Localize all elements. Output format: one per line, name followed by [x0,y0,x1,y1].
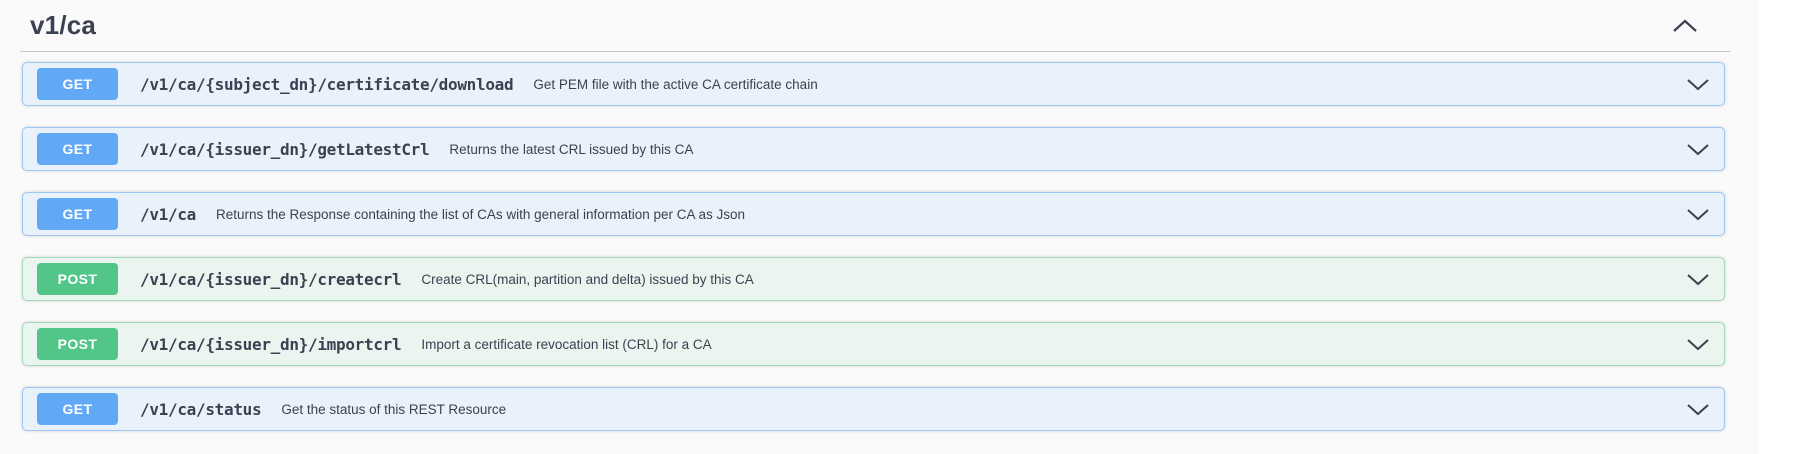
chevron-down-icon[interactable] [1682,204,1714,225]
chevron-down-icon[interactable] [1682,74,1714,95]
operation-row[interactable]: GET /v1/ca/{subject_dn}/certificate/down… [22,62,1725,106]
operation-path: /v1/ca/{issuer_dn}/createcrl [140,269,402,289]
section-header[interactable]: v1/ca [20,0,1730,52]
method-badge: GET [37,68,118,100]
method-badge: GET [37,198,118,230]
operations-list: GET /v1/ca/{subject_dn}/certificate/down… [20,52,1730,431]
operation-path: /v1/ca/{issuer_dn}/importcrl [140,334,402,354]
operation-path: /v1/ca/{subject_dn}/certificate/download [140,74,514,94]
method-badge: POST [37,328,118,360]
chevron-down-icon[interactable] [1682,334,1714,355]
chevron-down-icon[interactable] [1682,269,1714,290]
operation-description: Get the status of this REST Resource [281,401,507,417]
method-badge: POST [37,263,118,295]
operation-path: /v1/ca [140,204,196,224]
operation-row[interactable]: POST /v1/ca/{issuer_dn}/createcrl Create… [22,257,1725,301]
method-badge: GET [37,393,118,425]
operation-row[interactable]: POST /v1/ca/{issuer_dn}/importcrl Import… [22,322,1725,366]
operation-description: Returns the Response containing the list… [216,206,746,222]
operation-path: /v1/ca/{issuer_dn}/getLatestCrl [140,139,430,159]
operation-row[interactable]: GET /v1/ca/{issuer_dn}/getLatestCrl Retu… [22,127,1725,171]
operation-path: /v1/ca/status [140,399,262,419]
collapse-section-button[interactable] [1672,19,1730,33]
chevron-up-icon [1673,19,1697,32]
chevron-down-icon[interactable] [1682,399,1714,420]
operation-description: Create CRL(main, partition and delta) is… [421,271,754,287]
operation-row[interactable]: GET /v1/ca/status Get the status of this… [22,387,1725,431]
operation-description: Import a certificate revocation list (CR… [421,336,712,352]
section-title: v1/ca [30,10,97,40]
operation-description: Get PEM file with the active CA certific… [533,76,818,92]
chevron-down-icon[interactable] [1682,139,1714,160]
swagger-section-background: v1/ca GET /v1/ca/{subject_dn}/certificat… [20,0,1730,431]
operation-row[interactable]: GET /v1/ca Returns the Response containi… [22,192,1725,236]
api-tag-section: v1/ca GET /v1/ca/{subject_dn}/certificat… [20,0,1730,431]
method-badge: GET [37,133,118,165]
operation-description: Returns the latest CRL issued by this CA [449,141,694,157]
